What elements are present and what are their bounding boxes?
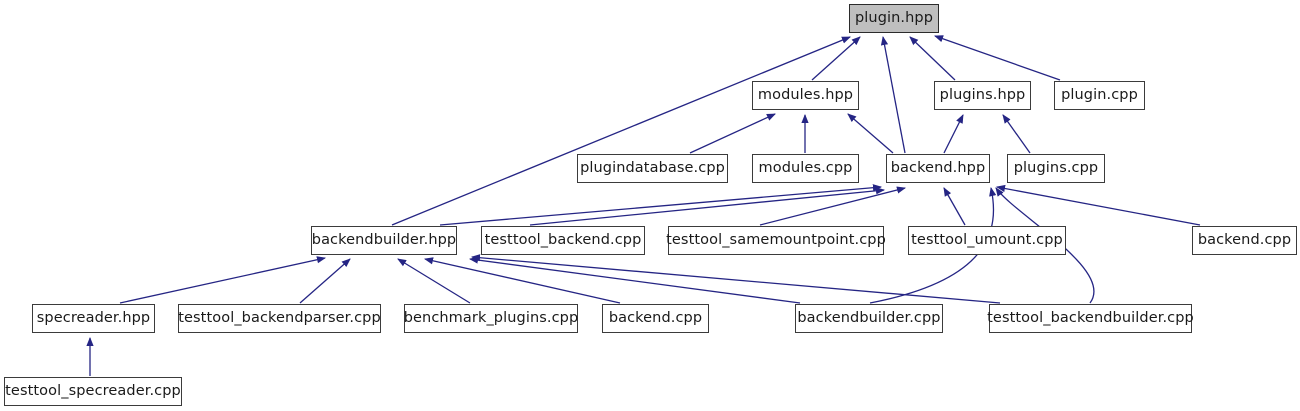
node-label: benchmark_plugins.cpp: [403, 310, 579, 327]
edge-backend_hpp-to-plugin_hpp: [880, 35, 906, 154]
node-testtool_specreader_cpp[interactable]: testtool_specreader.cpp: [4, 377, 182, 406]
edge-testtool_backendparser_cpp-to-backendbuilder_hpp: [299, 258, 351, 304]
node-backend_cpp_right[interactable]: backend.cpp: [1192, 226, 1297, 255]
node-backend_hpp[interactable]: backend.hpp: [886, 154, 990, 183]
node-testtool_backend_cpp[interactable]: testtool_backend.cpp: [481, 226, 645, 255]
node-label: testtool_backendparser.cpp: [178, 310, 381, 327]
edge-backend_cpp_mid-to-backendbuilder_hpp: [423, 257, 621, 304]
node-label: plugins.hpp: [939, 87, 1026, 104]
node-label: testtool_samemountpoint.cpp: [666, 232, 886, 249]
edge-backendbuilder_hpp-to-backend_hpp: [439, 184, 883, 226]
node-plugin_cpp[interactable]: plugin.cpp: [1054, 81, 1145, 110]
node-label: specreader.hpp: [36, 310, 151, 327]
edge-plugins_cpp-to-plugins_hpp: [1002, 114, 1031, 154]
node-testtool_samemountpoint_cpp[interactable]: testtool_samemountpoint.cpp: [666, 226, 886, 255]
node-backendbuilder_cpp[interactable]: backendbuilder.cpp: [795, 304, 943, 333]
node-modules_cpp[interactable]: modules.cpp: [752, 154, 859, 183]
node-plugin_hpp[interactable]: plugin.hpp: [849, 4, 939, 33]
edges-group: [86, 35, 1201, 376]
node-label: backend.cpp: [1197, 232, 1292, 249]
node-label: testtool_specreader.cpp: [5, 383, 181, 400]
node-label: backend.hpp: [890, 160, 986, 177]
node-testtool_backendbuilder_cpp[interactable]: testtool_backendbuilder.cpp: [987, 304, 1194, 333]
edge-testtool_samemountpoint_cpp-to-backend_hpp: [759, 186, 907, 226]
node-label: modules.hpp: [757, 87, 854, 104]
edge-testtool_umount_cpp-to-backend_hpp: [943, 187, 966, 226]
node-testtool_umount_cpp[interactable]: testtool_umount.cpp: [908, 226, 1066, 255]
edge-plugin_cpp-to-plugin_hpp: [934, 35, 1061, 81]
node-plugins_hpp[interactable]: plugins.hpp: [934, 81, 1031, 110]
node-label: backend.cpp: [608, 310, 703, 327]
node-label: plugins.cpp: [1013, 160, 1099, 177]
node-label: backendbuilder.hpp: [311, 232, 457, 249]
edge-backend_hpp-to-modules_hpp: [847, 113, 894, 154]
edge-backend_hpp-to-plugins_hpp: [943, 114, 964, 154]
edge-plugins_hpp-to-plugin_hpp: [909, 36, 956, 81]
edge-backendbuilder_hpp-to-plugin_hpp: [391, 36, 851, 226]
edge-backend_cpp_right-to-backend_hpp: [995, 184, 1201, 226]
node-label: modules.cpp: [758, 160, 853, 177]
edge-backendbuilder_cpp-to-backendbuilder_hpp: [468, 256, 801, 304]
node-backend_cpp_mid[interactable]: backend.cpp: [602, 304, 709, 333]
node-label: plugin.cpp: [1061, 87, 1138, 104]
node-plugins_cpp[interactable]: plugins.cpp: [1007, 154, 1105, 183]
edge-testtool_backendbuilder_cpp-to-backendbuilder_hpp: [470, 254, 1001, 304]
node-testtool_backendparser_cpp[interactable]: testtool_backendparser.cpp: [178, 304, 381, 333]
node-backendbuilder_hpp[interactable]: backendbuilder.hpp: [311, 226, 457, 255]
edge-modules_hpp-to-plugin_hpp: [811, 36, 861, 81]
edge-testtool_backend_cpp-to-backend_hpp: [529, 187, 886, 226]
node-label: testtool_umount.cpp: [911, 232, 1063, 249]
node-modules_hpp[interactable]: modules.hpp: [752, 81, 859, 110]
edge-benchmark_plugins_cpp-to-backendbuilder_hpp: [397, 258, 471, 304]
node-label: testtool_backendbuilder.cpp: [987, 310, 1194, 327]
node-label: testtool_backend.cpp: [484, 232, 642, 249]
node-benchmark_plugins_cpp[interactable]: benchmark_plugins.cpp: [404, 304, 578, 333]
edge-specreader_hpp-to-backendbuilder_hpp: [119, 256, 327, 304]
node-specreader_hpp[interactable]: specreader.hpp: [32, 304, 155, 333]
node-plugindatabase_cpp[interactable]: plugindatabase.cpp: [577, 154, 728, 183]
node-label: plugin.hpp: [854, 10, 934, 27]
node-label: plugindatabase.cpp: [580, 160, 725, 177]
node-label: backendbuilder.cpp: [797, 310, 941, 327]
edge-plugindatabase_cpp-to-modules_hpp: [689, 113, 776, 154]
